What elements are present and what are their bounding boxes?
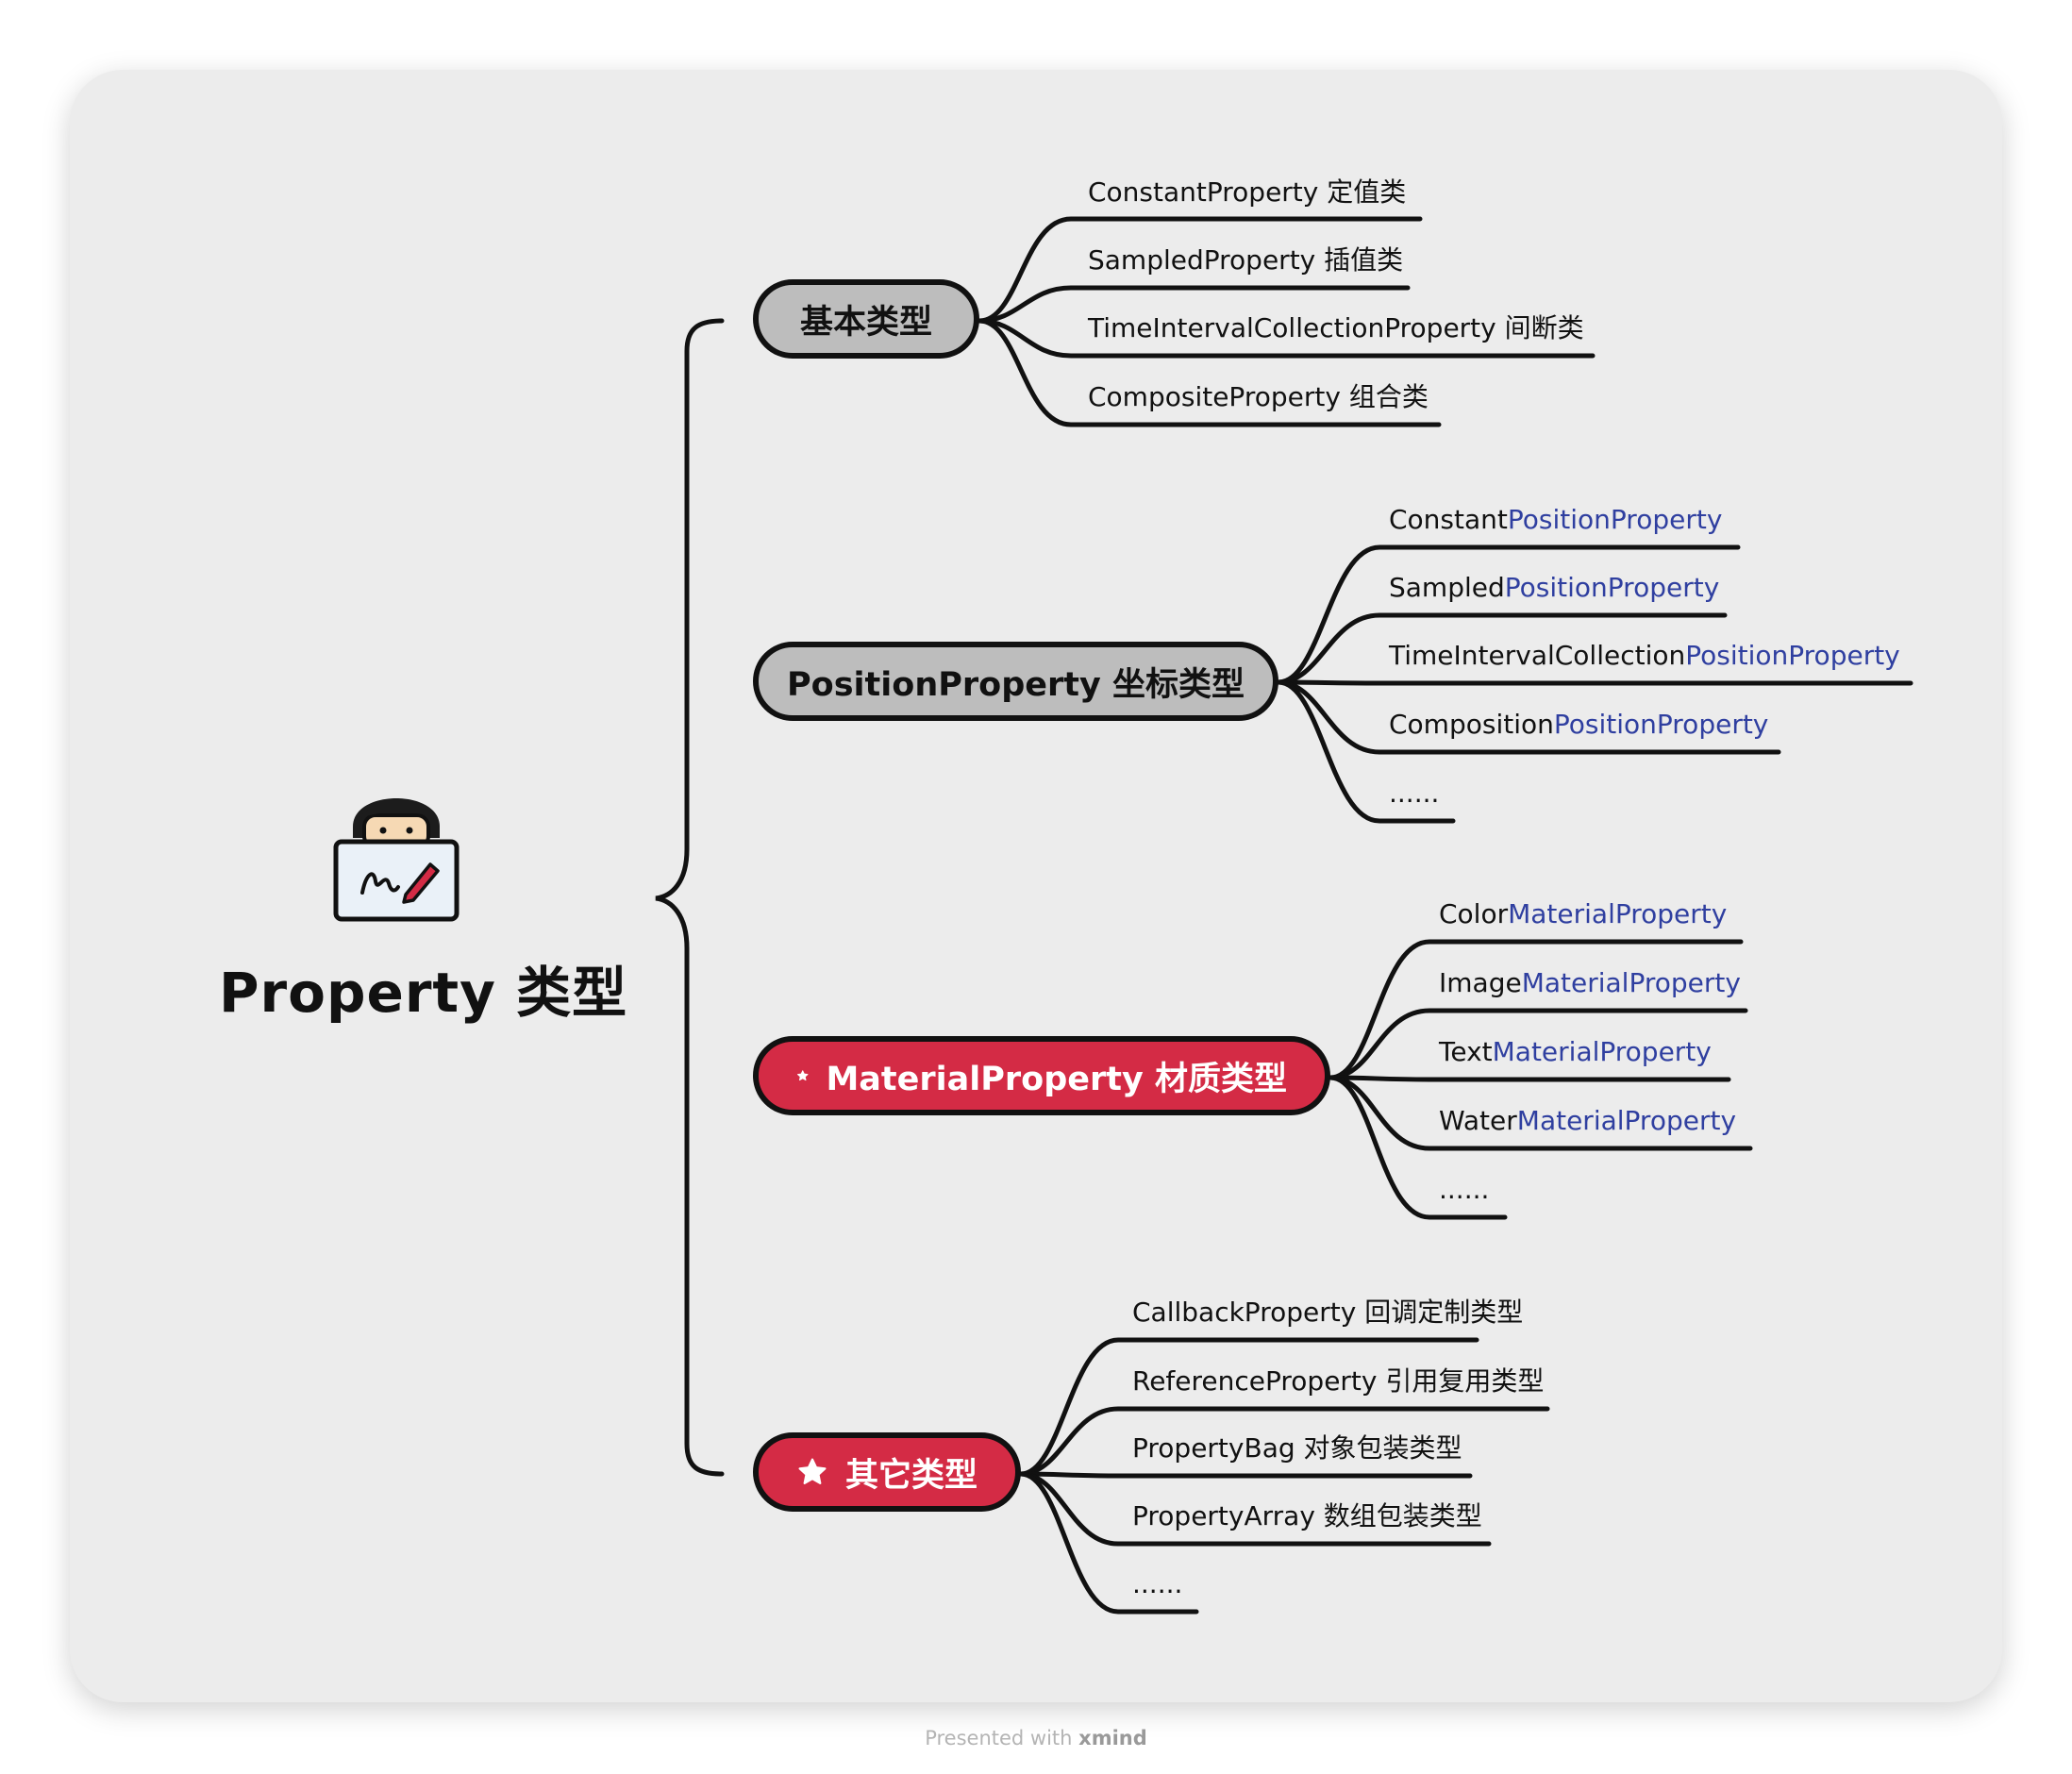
- branch-label: 其它类型: [844, 1456, 978, 1495]
- branch-label: PositionProperty 坐标类型: [787, 665, 1245, 704]
- branch-node-position-property[interactable]: PositionProperty 坐标类型: [753, 642, 1278, 721]
- leaf-callback-property[interactable]: CallbackProperty 回调定制类型: [1132, 1297, 1524, 1328]
- branch-label: 基本类型: [799, 303, 932, 342]
- leaf-sampled-position-property[interactable]: SampledPositionProperty: [1389, 572, 1720, 603]
- branch2-connector: [1276, 544, 1741, 685]
- leaf-time-interval-collection-property[interactable]: TimeIntervalCollectionProperty 间断类: [1088, 312, 1584, 343]
- leaf-property-array[interactable]: PropertyArray 数组包装类型: [1132, 1500, 1482, 1531]
- leaf-time-interval-collection-position-property[interactable]: TimeIntervalCollectionPositionProperty: [1389, 640, 1900, 671]
- footer-prefix: Presented with: [925, 1727, 1073, 1749]
- leaf-property-bag[interactable]: PropertyBag 对象包装类型: [1132, 1432, 1462, 1464]
- leaf-reference-property[interactable]: ReferenceProperty 引用复用类型: [1132, 1365, 1545, 1397]
- leaf-image-material-property[interactable]: ImageMaterialProperty: [1439, 967, 1741, 998]
- leaf-constant-position-property[interactable]: ConstantPositionProperty: [1389, 504, 1723, 535]
- branch3-connector: [1328, 939, 1744, 1080]
- leaf-material-more[interactable]: ......: [1439, 1174, 1490, 1205]
- branch-node-basic-types[interactable]: 基本类型: [753, 279, 979, 359]
- branch-node-material-property[interactable]: MaterialProperty 材质类型: [753, 1036, 1330, 1115]
- branch1-connector: [977, 216, 1423, 324]
- leaf-composite-property[interactable]: CompositeProperty 组合类: [1088, 381, 1429, 412]
- star-icon: [798, 1458, 827, 1484]
- footer-brand[interactable]: xmind: [1078, 1727, 1147, 1749]
- leaf-sampled-property[interactable]: SampledProperty 插值类: [1088, 244, 1404, 276]
- star-icon: [796, 1070, 809, 1081]
- leaf-color-material-property[interactable]: ColorMaterialProperty: [1439, 898, 1728, 929]
- footer-credit: Presented with xmind: [0, 1727, 2072, 1749]
- leaf-other-more[interactable]: ......: [1132, 1568, 1183, 1599]
- branch-label: MaterialProperty 材质类型: [826, 1060, 1287, 1098]
- branch-node-other-types[interactable]: 其它类型: [753, 1432, 1021, 1512]
- leaf-constant-property[interactable]: ConstantProperty 定值类: [1088, 176, 1407, 208]
- branch4-connector: [1018, 1337, 1479, 1477]
- leaf-water-material-property[interactable]: WaterMaterialProperty: [1439, 1105, 1737, 1136]
- root-topic-title[interactable]: Property 类型: [219, 961, 628, 1025]
- leaf-position-more[interactable]: ......: [1389, 778, 1440, 809]
- person-with-tablet-icon: [332, 781, 460, 923]
- root-brace: [655, 318, 725, 1477]
- leaf-composition-position-property[interactable]: CompositionPositionProperty: [1389, 709, 1769, 740]
- leaf-text-material-property[interactable]: TextMaterialProperty: [1439, 1036, 1712, 1067]
